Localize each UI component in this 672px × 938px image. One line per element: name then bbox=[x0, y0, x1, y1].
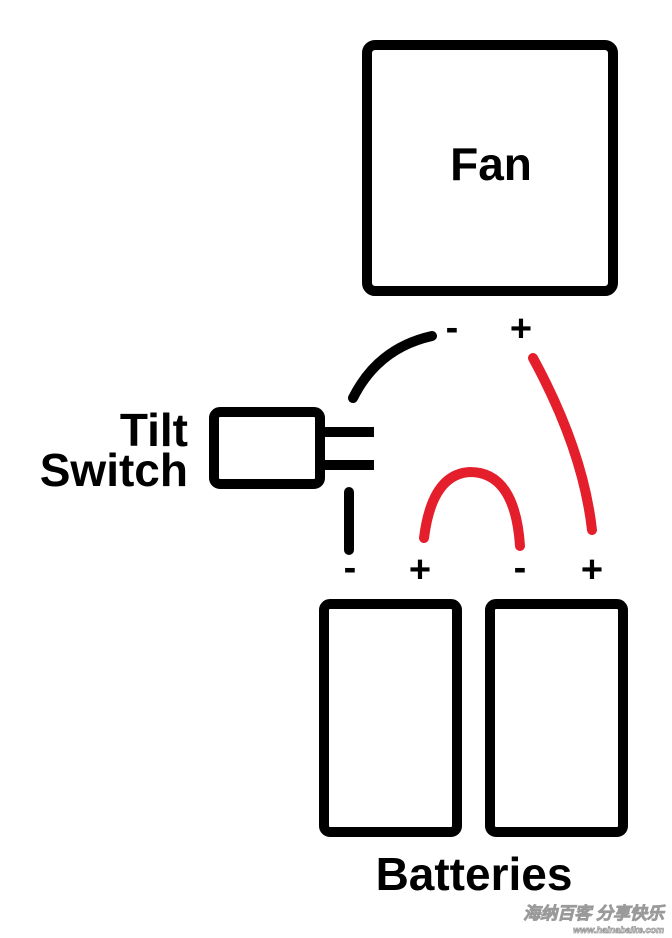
battery-1 bbox=[319, 599, 462, 837]
fan-box bbox=[362, 40, 618, 296]
fan-plus-sign: + bbox=[510, 308, 532, 350]
watermark: 海纳百客 分享快乐 www.hainabaike.com bbox=[523, 904, 667, 936]
watermark-sub: www.hainabaike.com bbox=[573, 925, 664, 935]
tilt-switch-label-line2: Switch bbox=[40, 444, 188, 496]
fan-minus-sign: - bbox=[446, 307, 459, 349]
wire-fan-plus-to-battery-plus bbox=[528, 353, 597, 535]
battery2-plus-sign: + bbox=[581, 549, 603, 591]
battery2-minus-sign: - bbox=[514, 547, 527, 589]
tilt-switch-body bbox=[209, 407, 325, 489]
battery1-plus-sign: + bbox=[409, 549, 431, 591]
battery-2 bbox=[485, 599, 628, 837]
fan-label: Fan bbox=[450, 138, 532, 190]
battery1-minus-sign: - bbox=[344, 547, 357, 589]
wire-battery-series-link bbox=[419, 466, 525, 551]
wire-fan-minus-to-switch bbox=[348, 331, 437, 403]
tilt-switch-label-line1: Tilt bbox=[120, 404, 188, 456]
batteries-label: Batteries bbox=[376, 848, 573, 900]
watermark-main: 海纳百客 分享快乐 bbox=[523, 904, 666, 923]
